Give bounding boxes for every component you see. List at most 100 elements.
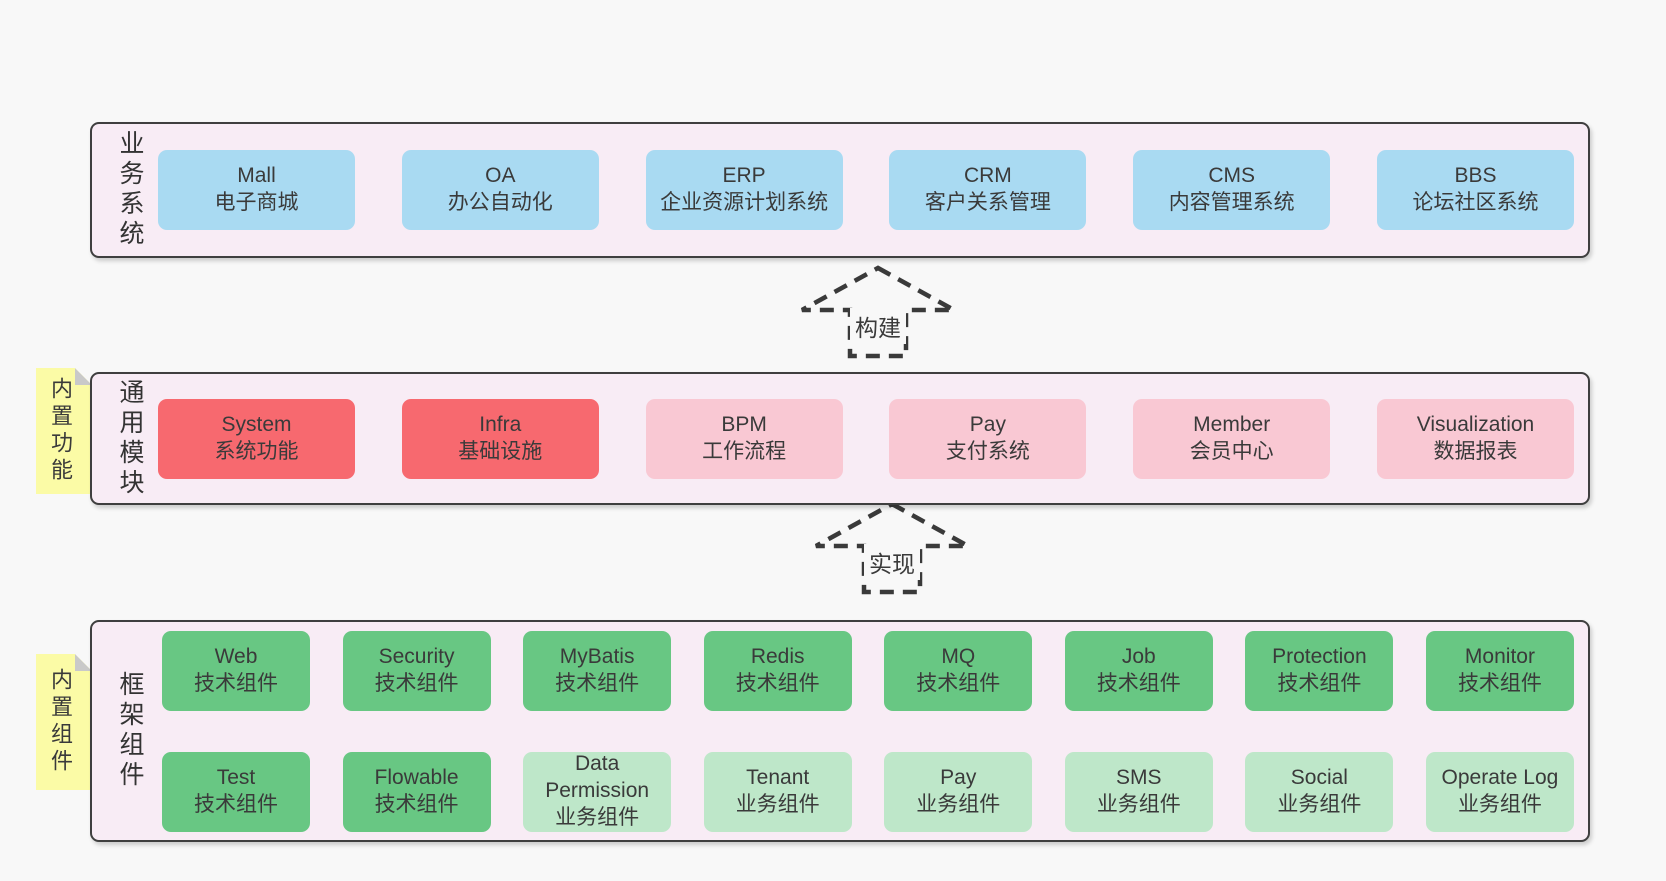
box-test: Test 技术组件 xyxy=(162,751,310,832)
box-title: OA xyxy=(485,164,516,188)
box-subtitle: 技术组件 xyxy=(735,671,820,695)
box-mybatis: MyBatis 技术组件 xyxy=(523,630,672,711)
box-pay: Pay 支付系统 xyxy=(889,398,1087,479)
arrow-up-icon xyxy=(800,265,956,359)
box-mall: Mall 电子商城 xyxy=(158,150,355,230)
box-title: Protection xyxy=(1272,644,1367,668)
box-title: Flowable xyxy=(374,765,459,789)
box-subtitle: 技术组件 xyxy=(1277,671,1362,695)
box-subtitle: 客户关系管理 xyxy=(924,191,1051,214)
box-subtitle: 技术组件 xyxy=(374,792,459,816)
box-title: Redis xyxy=(750,644,805,668)
box-subtitle: 业务组件 xyxy=(916,792,1001,816)
box-operate-log: Operate Log 业务组件 xyxy=(1425,751,1574,832)
box-subtitle: 支付系统 xyxy=(945,439,1030,463)
box-crm: CRM 客户关系管理 xyxy=(889,150,1087,230)
box-subtitle: 系统功能 xyxy=(214,439,299,463)
arrow-up-icon xyxy=(814,501,970,595)
box-visualization: Visualization 数据报表 xyxy=(1376,398,1574,479)
box-subtitle: 电子商城 xyxy=(214,191,299,214)
layer-label-business: 业务系统 xyxy=(116,130,144,250)
box-mq: MQ 技术组件 xyxy=(884,630,1033,711)
box-subtitle: 会员中心 xyxy=(1189,439,1274,463)
box-title: BPM xyxy=(721,412,767,436)
box-subtitle: 企业资源计划系统 xyxy=(660,191,829,214)
box-title: ERP xyxy=(722,164,766,188)
box-web: Web 技术组件 xyxy=(162,630,310,711)
arrow-implement: 实现 xyxy=(812,500,972,596)
note-builtin-functions: 内置功能 xyxy=(36,368,92,494)
box-subtitle: 技术组件 xyxy=(1457,671,1542,695)
box-title: MyBatis xyxy=(559,644,635,668)
box-subtitle: 技术组件 xyxy=(916,671,1001,695)
box-title: CMS xyxy=(1208,164,1256,188)
box-bbs: BBS 论坛社区系统 xyxy=(1376,150,1574,230)
box-title: Web xyxy=(214,644,258,668)
note-builtin-functions-label: 内置功能 xyxy=(48,377,73,485)
box-subtitle: 业务组件 xyxy=(1457,792,1542,816)
layer-label-components: 框架组件 xyxy=(116,671,144,791)
box-subtitle: 业务组件 xyxy=(1096,792,1181,816)
box-subtitle: 内容管理系统 xyxy=(1168,191,1295,214)
box-title: CRM xyxy=(963,164,1012,188)
box-flowable: Flowable 技术组件 xyxy=(342,751,491,832)
box-subtitle: 业务组件 xyxy=(735,792,820,816)
box-title: Test xyxy=(216,765,256,789)
box-title: Social xyxy=(1290,765,1348,789)
box-subtitle: 业务组件 xyxy=(555,805,640,829)
box-title: Pay xyxy=(969,412,1006,436)
box-redis: Redis 技术组件 xyxy=(703,630,852,711)
box-subtitle: 基础设施 xyxy=(458,439,543,463)
arrow-build-label: 构建 xyxy=(850,308,906,344)
box-tenant: Tenant 业务组件 xyxy=(703,751,852,832)
box-title: Operate Log xyxy=(1441,765,1559,789)
note-builtin-components-label: 内置组件 xyxy=(48,668,73,776)
box-title: Visualization xyxy=(1416,412,1535,436)
box-job: Job 技术组件 xyxy=(1064,630,1213,711)
box-bpm: BPM 工作流程 xyxy=(645,398,843,479)
box-subtitle: 数据报表 xyxy=(1433,439,1518,463)
box-title: Job xyxy=(1121,644,1156,668)
box-title: Monitor xyxy=(1464,644,1535,668)
layer-label-modules: 通用模块 xyxy=(116,378,144,499)
box-title: Mall xyxy=(237,164,276,188)
box-subtitle: 技术组件 xyxy=(1096,671,1181,695)
arrow-build: 构建 xyxy=(798,264,958,360)
box-social: Social 业务组件 xyxy=(1245,751,1394,832)
box-title: Member xyxy=(1193,412,1271,436)
box-subtitle: 工作流程 xyxy=(702,439,787,463)
box-protection: Protection 技术组件 xyxy=(1245,630,1394,711)
box-title: MQ xyxy=(941,644,976,668)
box-title: Infra xyxy=(479,412,522,436)
box-erp: ERP 企业资源计划系统 xyxy=(645,150,843,230)
box-title: Security xyxy=(378,644,455,668)
box-cms: CMS 内容管理系统 xyxy=(1133,150,1331,230)
box-infra: Infra 基础设施 xyxy=(401,398,599,479)
box-subtitle: 业务组件 xyxy=(1277,792,1362,816)
box-subtitle: 技术组件 xyxy=(555,671,640,695)
box-title: BBS xyxy=(1454,164,1497,188)
arrow-implement-label: 实现 xyxy=(864,544,920,580)
box-member: Member 会员中心 xyxy=(1133,398,1331,479)
box-subtitle: 论坛社区系统 xyxy=(1412,191,1539,214)
box-subtitle: 技术组件 xyxy=(194,671,278,695)
box-title: Tenant xyxy=(746,765,810,789)
box-monitor: Monitor 技术组件 xyxy=(1425,630,1574,711)
box-subtitle: 技术组件 xyxy=(374,671,459,695)
box-security: Security 技术组件 xyxy=(342,630,491,711)
box-subtitle: 技术组件 xyxy=(194,792,278,816)
